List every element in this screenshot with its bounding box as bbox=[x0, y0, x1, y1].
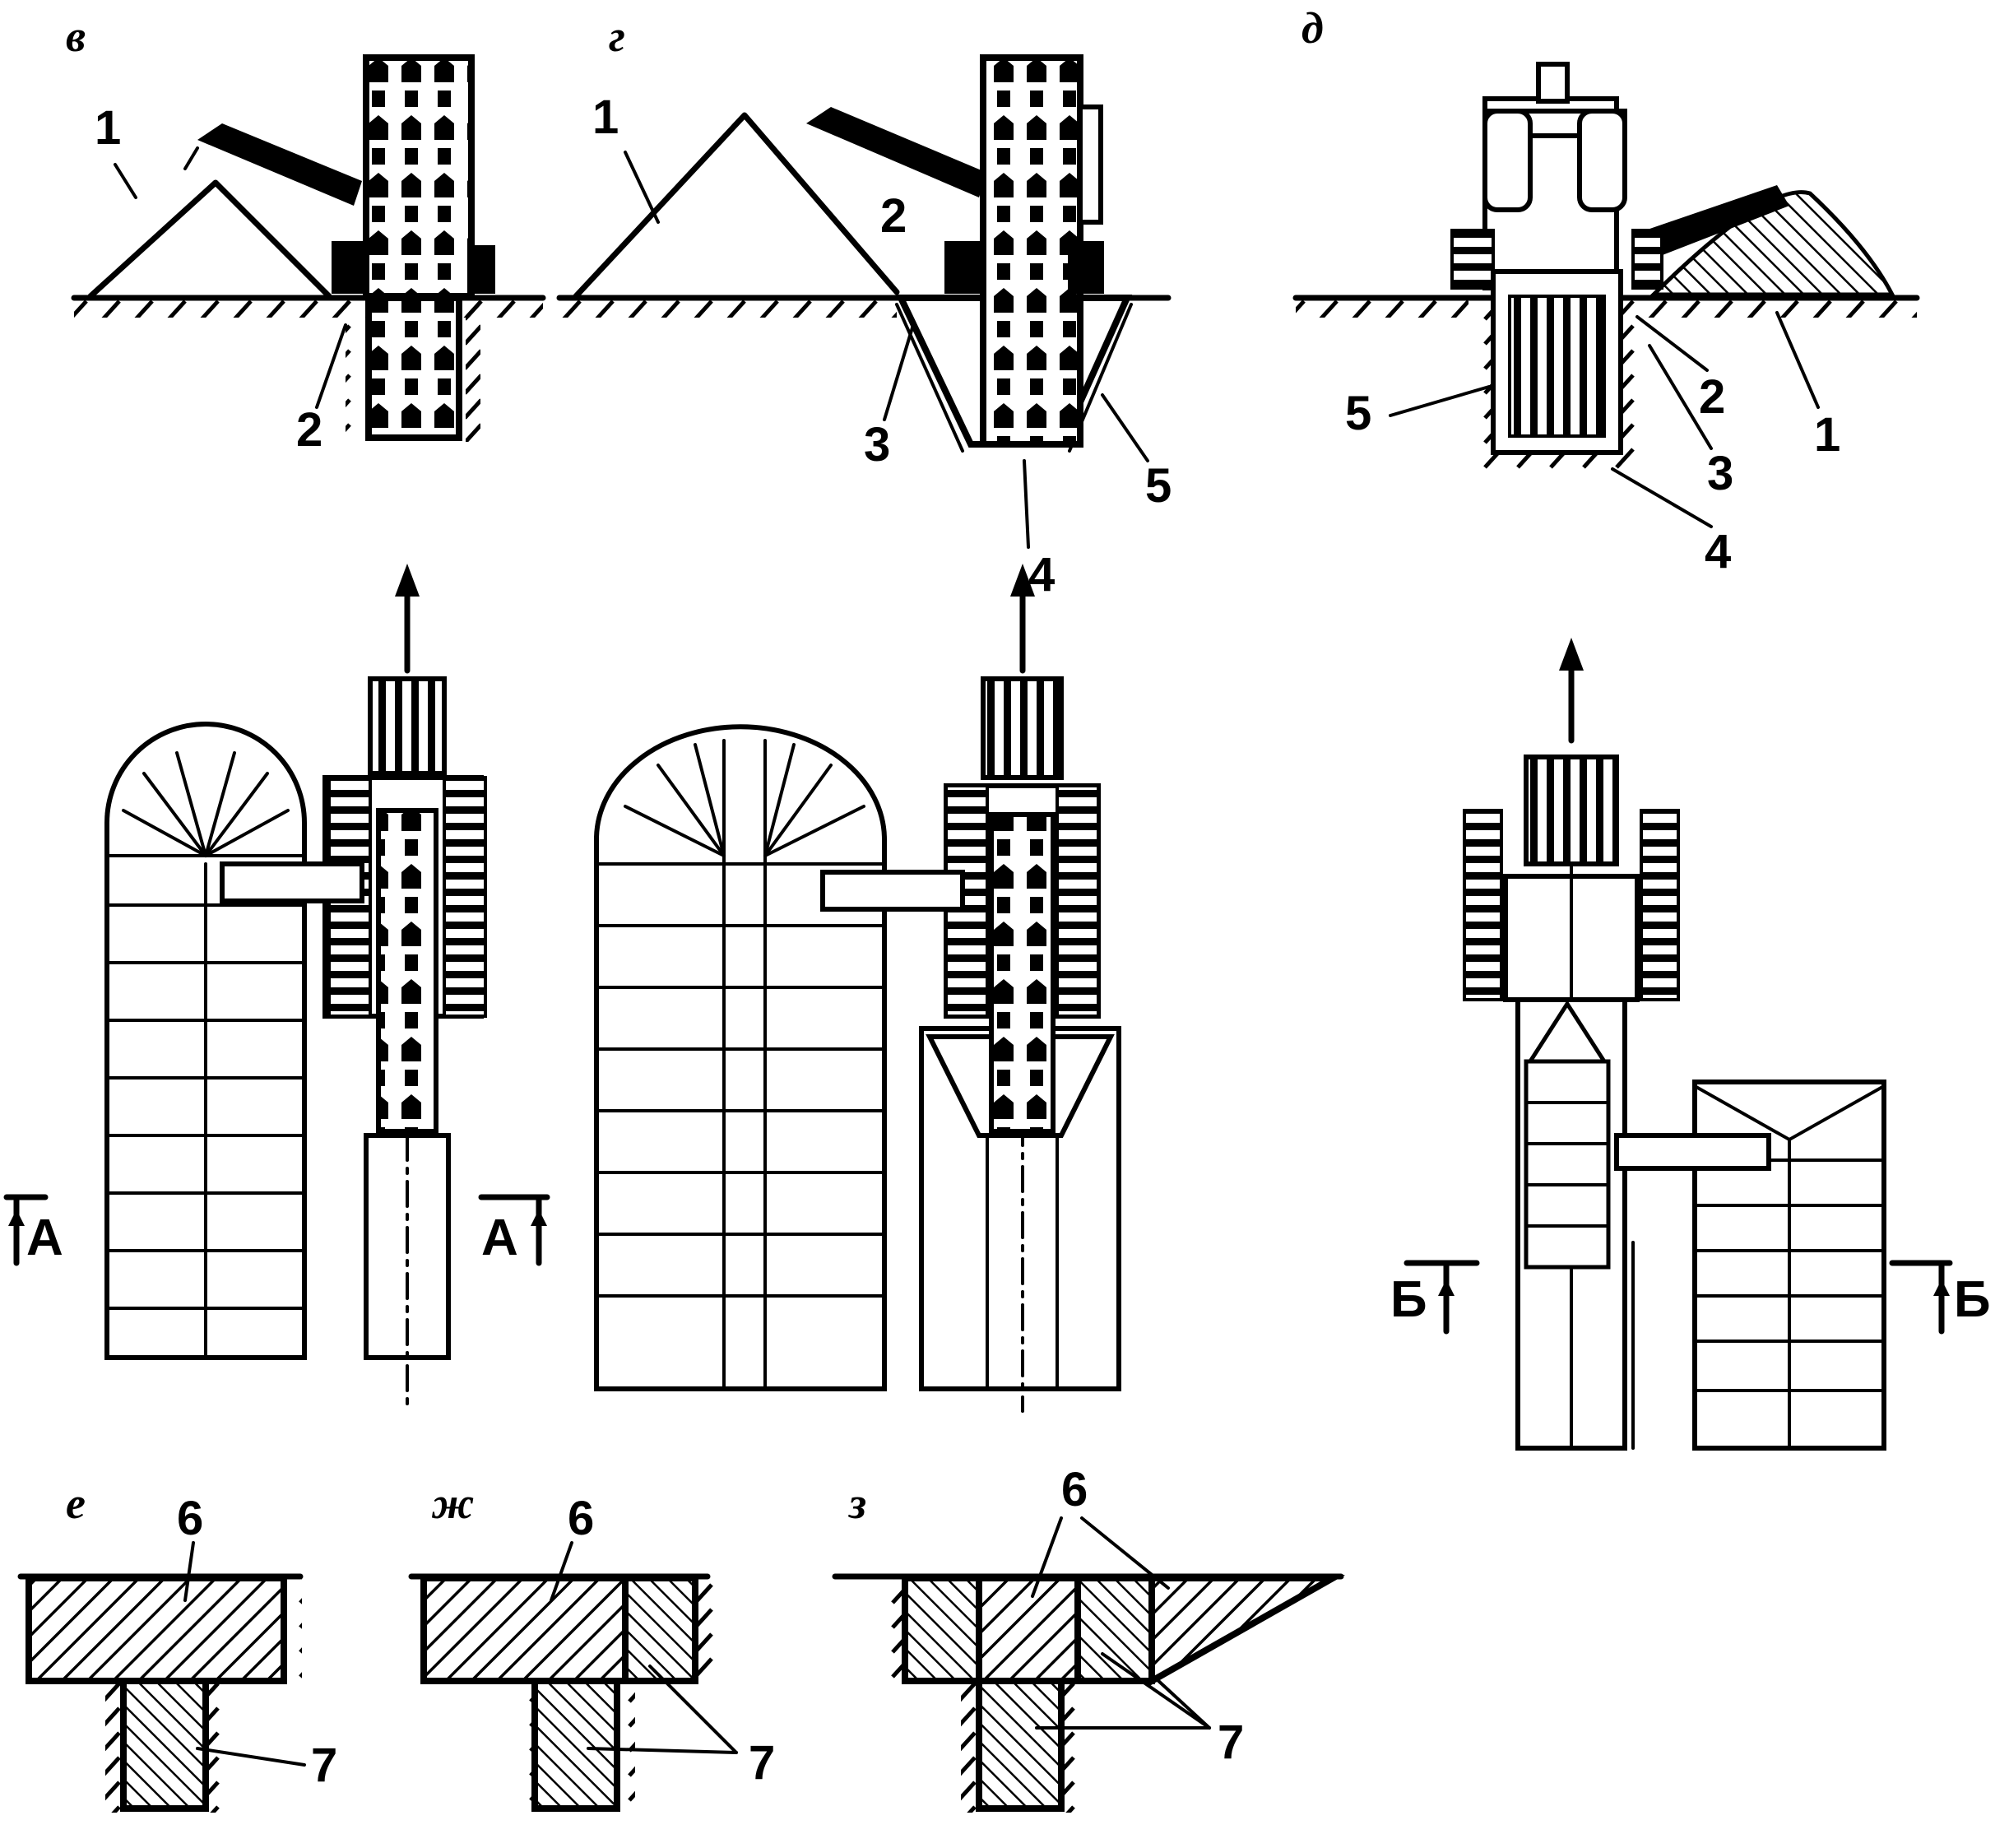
callout-6: 6 bbox=[177, 1492, 203, 1545]
spoil-pile bbox=[87, 179, 332, 299]
spoil-pile-plan bbox=[594, 724, 887, 1391]
panel-letter-e: е bbox=[66, 1479, 86, 1528]
callout-7: 7 bbox=[1218, 1716, 1244, 1769]
digging-chain bbox=[365, 295, 462, 441]
plan-g bbox=[594, 564, 1121, 1413]
callout-3: 3 bbox=[864, 418, 890, 471]
callout-6: 6 bbox=[568, 1492, 594, 1545]
panel-letter-g: г bbox=[609, 12, 625, 61]
callout-5: 5 bbox=[1345, 387, 1371, 440]
layer-6-road-base bbox=[1148, 1575, 1346, 1687]
layer-7-fill bbox=[120, 1678, 209, 1812]
layer-6-road-base bbox=[26, 1575, 287, 1684]
svg-text:А: А bbox=[481, 1210, 518, 1266]
plan-d: Б Б bbox=[1390, 638, 1991, 1451]
excavator-mast bbox=[363, 54, 475, 299]
track-wheel bbox=[332, 241, 368, 294]
callout-1: 1 bbox=[592, 91, 619, 144]
conveyor-plan bbox=[1614, 1133, 1771, 1171]
layer-7-fill bbox=[902, 1575, 982, 1684]
callout-7: 7 bbox=[749, 1736, 775, 1790]
callout-2: 2 bbox=[880, 189, 907, 243]
layer-7-fill bbox=[622, 1575, 698, 1684]
panel-g-elevation: г 1 2 3 4 5 bbox=[556, 12, 1172, 601]
section-mark-a-left: А bbox=[3, 1194, 63, 1266]
callout-2: 2 bbox=[296, 403, 322, 457]
panel-v-elevation: в 1 2 bbox=[66, 12, 546, 457]
callout-3: 3 bbox=[1707, 447, 1733, 500]
callout-1: 1 bbox=[1814, 408, 1840, 462]
layer-7-fill bbox=[976, 1678, 1065, 1812]
panel-letter-v: в bbox=[66, 12, 86, 61]
pile-rays bbox=[122, 751, 290, 857]
panel-d-elevation: д 5 2 3 1 4 bbox=[1292, 3, 1920, 578]
conveyor bbox=[197, 123, 362, 206]
section-mark-b-left: Б bbox=[1390, 1260, 1480, 1335]
pile-rays bbox=[624, 743, 865, 857]
callout-7: 7 bbox=[311, 1739, 337, 1792]
callout-4: 4 bbox=[1705, 525, 1731, 578]
section-e: е 6 7 bbox=[17, 1479, 337, 1813]
callout-5: 5 bbox=[1145, 459, 1172, 513]
digging-chain bbox=[376, 808, 438, 1134]
layer-6-road-base bbox=[420, 1575, 629, 1684]
spoil-pile bbox=[573, 112, 900, 299]
layer-7-fill bbox=[1074, 1575, 1155, 1684]
panel-letter-zh: ж bbox=[431, 1479, 474, 1528]
callout-1: 1 bbox=[95, 101, 121, 155]
layer-6-road-base bbox=[976, 1575, 1081, 1684]
conveyor-plan bbox=[220, 861, 364, 903]
spoil-rows bbox=[595, 862, 886, 1298]
section-zh: ж 6 7 bbox=[408, 1479, 775, 1813]
svg-text:Б: Б bbox=[1390, 1271, 1427, 1328]
section-z: з 6 7 bbox=[832, 1463, 1346, 1813]
callout-2: 2 bbox=[1699, 370, 1725, 424]
conveyor bbox=[806, 107, 987, 197]
section-mark-b-right: Б bbox=[1889, 1260, 1991, 1335]
excavator-mast bbox=[980, 54, 1083, 448]
svg-text:А: А bbox=[26, 1210, 63, 1266]
layer-7-fill bbox=[531, 1678, 620, 1812]
digging-chain bbox=[989, 812, 1056, 1134]
panel-letter-d: д bbox=[1301, 3, 1324, 53]
plan-v: А А bbox=[3, 564, 550, 1413]
rotor-wheel-plan bbox=[1524, 1059, 1611, 1270]
spoil-rows bbox=[105, 854, 306, 1310]
conveyor-plan bbox=[820, 870, 965, 912]
conveyor bbox=[1633, 185, 1789, 263]
callout-6: 6 bbox=[1061, 1463, 1088, 1516]
panel-letter-z: з bbox=[847, 1479, 866, 1528]
spoil-pile bbox=[1648, 190, 1896, 297]
section-mark-a-right: А bbox=[478, 1194, 550, 1266]
svg-text:Б: Б bbox=[1954, 1271, 1991, 1328]
